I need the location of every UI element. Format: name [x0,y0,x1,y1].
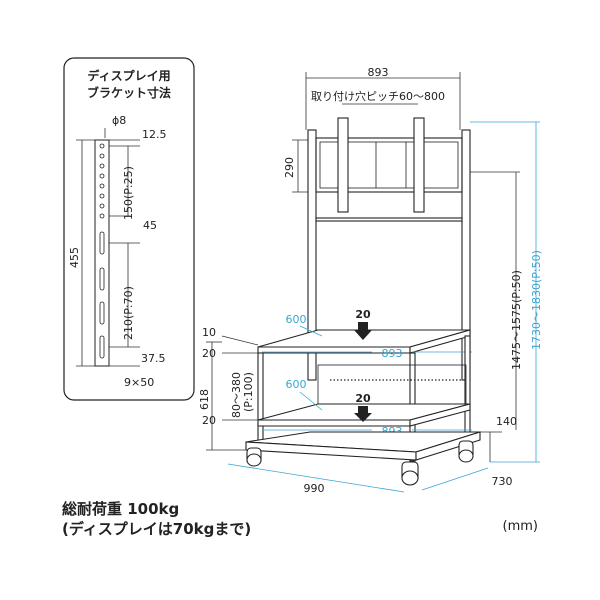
display-load-label: (ディスプレイは70kgまで) [62,520,251,538]
shelf1-num-label: 20 [355,308,371,321]
shelf2-depth-label: 600 [286,378,307,391]
base-h-label: 140 [496,415,517,428]
bracket-height-label: 455 [68,247,81,268]
bracket-hole-label: ϕ8 [112,114,126,127]
load-label: 総耐荷重 100kg [62,500,179,518]
height-range-label: 1475～1575(P:50) [510,270,523,370]
bracket-panel [63,57,195,401]
lower-shelf [257,403,471,427]
shelf-gap2-label: 20 [202,414,216,427]
shelf-range-label: 80～380 [230,372,243,418]
bracket-title-line1: ディスプレイ用 [87,68,170,83]
bracket-p25-label: 150(P:25) [122,166,135,220]
height-618-label: 618 [198,389,211,410]
total-height-label: 1730～1830(P:50) [530,250,543,350]
width-top-label: 893 [368,66,389,79]
bracket-slot-label: 9×50 [124,376,154,389]
caster-icon [246,440,474,486]
shelf-thick-label: 10 [202,326,216,339]
unit-label: (mm) [503,519,538,534]
shelf-gap1-label: 20 [202,347,216,360]
shelf1-width-label: 893 [382,347,403,360]
bracket-plate [94,139,110,367]
bracket-top-label: 12.5 [142,128,167,141]
cart-base [245,431,481,461]
down-arrow-icon [354,406,372,422]
shelf1-depth-label: 600 [286,313,307,326]
bracket-mid-label: 45 [143,219,157,232]
bracket-p70-label: 210(P:70) [122,286,135,340]
base-d-label: 730 [492,475,513,488]
bracket-bottom-label: 37.5 [141,352,166,365]
bracket-h-label: 290 [283,157,296,178]
bracket-title-line2: ブラケット寸法 [87,85,171,100]
base-w-label: 990 [304,482,325,495]
shelf2-num-label: 20 [355,392,371,405]
down-arrow-icon [354,322,372,340]
mount-pitch-label: 取り付け穴ピッチ60～800 [311,89,445,103]
shelf-range-p-label: (P:100) [242,372,255,412]
